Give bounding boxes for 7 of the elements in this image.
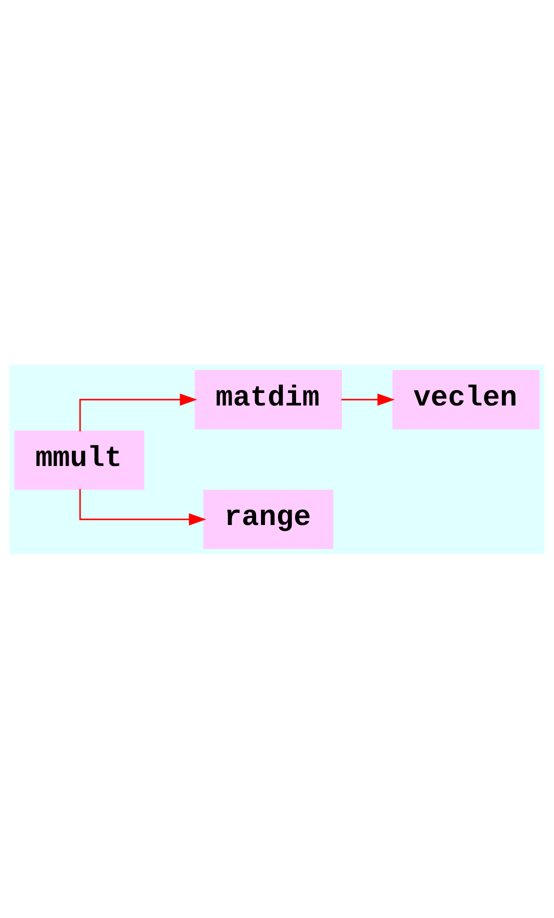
arrow (79, 393, 198, 431)
node-box: mmult (14, 430, 144, 490)
node-box: range (203, 489, 334, 548)
node-box: matdim (194, 370, 342, 429)
arrow (79, 488, 206, 525)
arrow (341, 393, 395, 406)
node-box: veclen (392, 370, 540, 429)
